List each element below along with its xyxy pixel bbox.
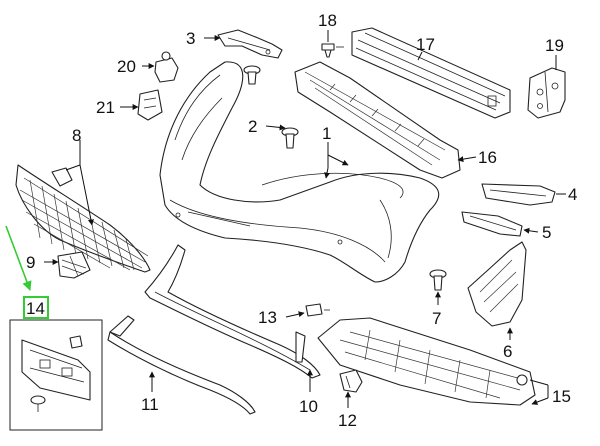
callout-2: 2 [248,117,257,136]
callout-20: 20 [117,57,136,76]
callout-15: 15 [552,387,571,406]
callout-8: 8 [72,126,81,145]
bracket-4 [481,183,556,206]
cover-9 [57,251,91,279]
callout-1: 1 [322,124,331,143]
highlight-box-14 [23,296,49,319]
callout-10: 10 [299,397,318,416]
energy-absorber [294,61,461,179]
callout-11: 11 [141,395,159,414]
bracket-3 [217,29,283,59]
leader-lines [44,30,566,408]
callout-21: 21 [96,98,115,117]
callout-5: 5 [542,223,551,242]
bracket-6 [467,241,527,327]
callout-4: 4 [568,185,577,204]
bolt-13 [305,303,330,317]
undercover-15 [317,317,536,406]
highlight-arrow-14 [5,225,32,291]
clip-2 [243,65,299,149]
callout-6: 6 [503,342,512,361]
bumper-cover [159,61,440,283]
callout-7: 7 [432,309,441,328]
reinforcement-bar [351,27,511,119]
callout-13: 13 [258,308,277,327]
lower-grille [15,164,151,273]
callout-19: 19 [545,36,564,55]
bolt-18 [321,43,344,58]
callout-9: 9 [26,253,35,272]
bracket-19 [527,67,566,119]
clip-20 [154,51,179,83]
clip-21 [137,89,163,121]
callout-18: 18 [318,11,337,30]
bracket-5 [461,211,523,237]
retainer-7 [429,269,447,291]
molding-11 [107,315,256,415]
license-bracket-inset [9,319,103,431]
callout-16: 16 [478,148,497,167]
clip-12 [339,369,363,393]
lower-spoiler-10 [144,244,321,379]
callout-3: 3 [186,29,195,48]
callout-14: 14 [26,299,45,318]
callout-17: 17 [416,35,435,54]
callout-12: 12 [338,411,357,430]
